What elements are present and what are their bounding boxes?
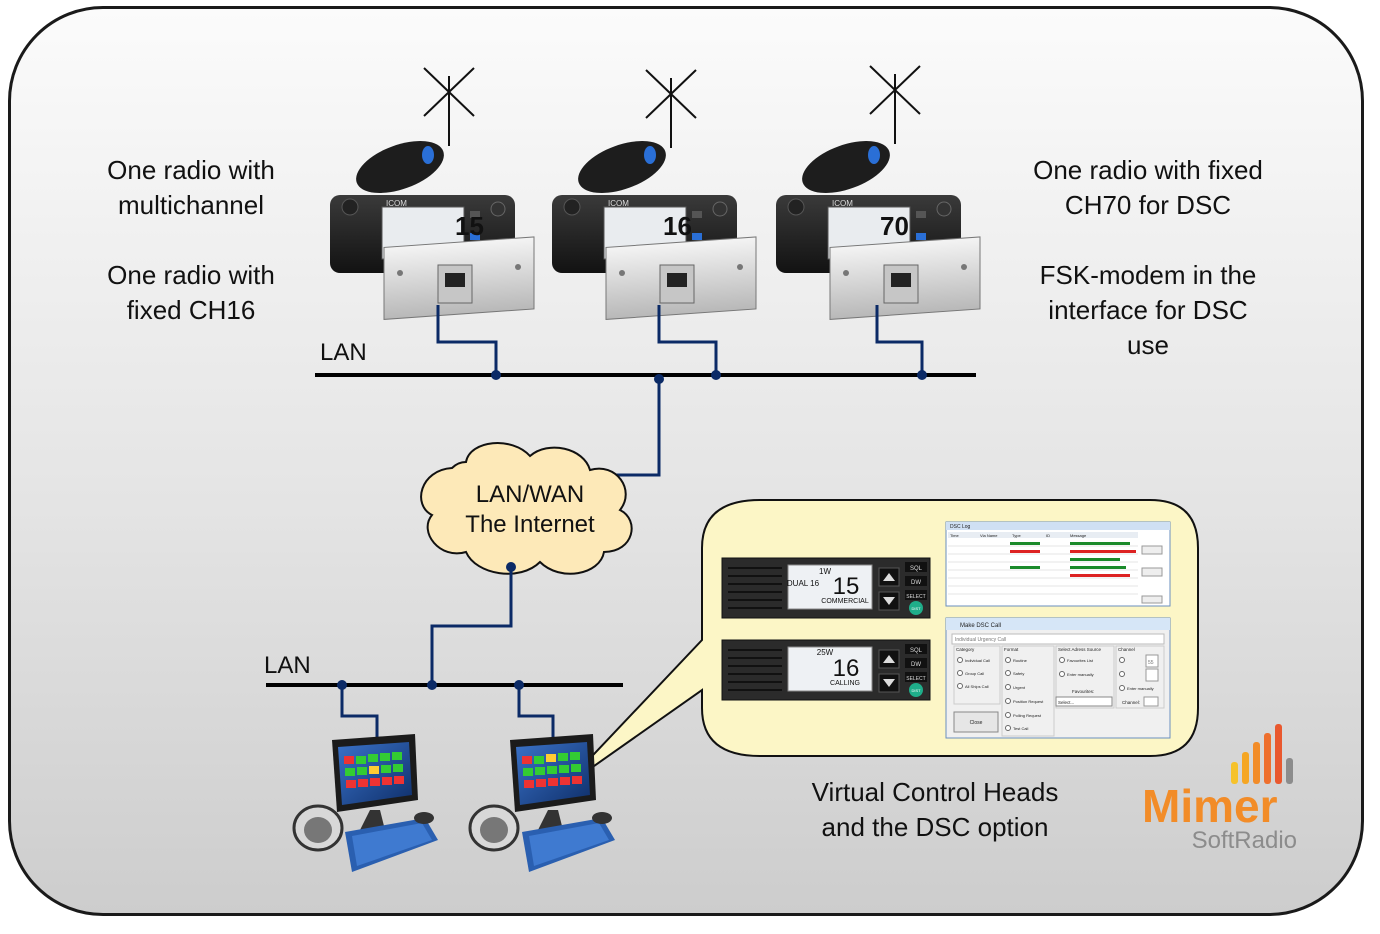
- dsc-log-col-type: Type: [1012, 533, 1021, 538]
- head-1-power: 1W: [819, 567, 831, 576]
- head-2-btn-dw[interactable]: DW: [911, 662, 921, 668]
- dsc-category-individual[interactable]: Individual Call: [965, 658, 990, 663]
- dsc-log-col-time: Time: [950, 533, 960, 538]
- dsc-format-label: Format: [1004, 647, 1019, 652]
- mimer-logo-bars: [1231, 724, 1293, 784]
- radio-2: [551, 130, 757, 320]
- dsc-address-label: Select Adress Source: [1058, 647, 1102, 652]
- dsc-channel-value[interactable]: 55: [1148, 660, 1154, 666]
- radio-1-link: [436, 305, 498, 375]
- head-2-label: CALLING: [830, 680, 860, 687]
- head-1-btn-sql[interactable]: SQL: [910, 566, 923, 572]
- head-1-channel: 15: [833, 573, 860, 600]
- diagram-frame: [8, 6, 1364, 916]
- mimer-logo-text: Mimer: [1142, 780, 1278, 832]
- caption-line1: Virtual Control Heads: [811, 777, 1059, 807]
- head-1-label: COMMERCIAL: [821, 598, 869, 605]
- dsc-log-col-via: Via Name: [980, 533, 998, 538]
- dsc-format-urgent[interactable]: Urgent: [1013, 685, 1026, 690]
- control-head-2: [721, 639, 931, 701]
- dsc-dialog-title: Make DSC Call: [960, 623, 1001, 629]
- dsc-format-routine[interactable]: Routine: [1013, 658, 1028, 663]
- dsc-category-label: Category: [956, 647, 975, 652]
- head-1-btn-select[interactable]: SELECT: [906, 594, 925, 600]
- left-label-line1: One radio with: [107, 155, 275, 185]
- dsc-call-dialog: [945, 617, 1171, 739]
- right-label-line5: use: [1127, 330, 1169, 360]
- dsc-address-favourites[interactable]: Favourites List: [1067, 658, 1094, 663]
- pc-workstation-2: [468, 734, 615, 872]
- head-1-mode: DUAL 16: [787, 579, 820, 588]
- right-label-line3: FSK-modem in the: [1039, 260, 1257, 290]
- dsc-channel-manual[interactable]: Enter manually: [1127, 686, 1154, 691]
- dsc-address-manual[interactable]: Enter manually: [1067, 672, 1094, 677]
- radio-3-channel: 70: [880, 211, 909, 241]
- cloud-line1: LAN/WAN: [476, 481, 584, 508]
- head-2-channel: 16: [833, 655, 860, 682]
- dsc-format-polling[interactable]: Polling Request: [1013, 713, 1042, 718]
- lan-to-cloud-link: [594, 379, 661, 477]
- radio-2-brand: ICOM: [608, 199, 629, 208]
- head-1-btn-dist[interactable]: DIST: [911, 606, 921, 611]
- right-label-line1: One radio with fixed: [1033, 155, 1263, 185]
- head-2-btn-sql[interactable]: SQL: [910, 648, 923, 654]
- dsc-format-position[interactable]: Position Request: [1013, 699, 1044, 704]
- lan-bottom-label: LAN: [264, 652, 311, 679]
- pc-workstation-1: [292, 734, 438, 872]
- right-label-line2: CH70 for DSC: [1064, 190, 1232, 220]
- control-head-1: [721, 557, 931, 619]
- right-label-line4: interface for DSC: [1048, 295, 1248, 325]
- dsc-format-safety[interactable]: Safety: [1013, 671, 1024, 676]
- radio-3: [775, 130, 981, 320]
- cloud-line2: The Internet: [465, 511, 595, 538]
- left-label-line4: fixed CH16: [126, 295, 256, 325]
- radio-1-brand: ICOM: [386, 199, 407, 208]
- dsc-channel-field-label: Channel:: [1122, 700, 1140, 705]
- head-2-btn-select[interactable]: SELECT: [906, 676, 925, 682]
- radio-2-link: [657, 305, 718, 375]
- pc-2-link: [517, 685, 555, 745]
- radio-1: [329, 130, 535, 320]
- cloud-to-lan-link: [430, 567, 513, 685]
- radio-3-brand: ICOM: [832, 199, 853, 208]
- radio-1-channel: 15: [455, 211, 484, 241]
- dsc-favourites-select[interactable]: Select...: [1058, 700, 1074, 705]
- dsc-channel-label: Channel: [1118, 647, 1135, 652]
- radio-2-channel: 16: [663, 211, 692, 241]
- left-label-line3: One radio with: [107, 260, 275, 290]
- internet-cloud: [420, 442, 633, 575]
- left-label-line2: multichannel: [118, 190, 264, 220]
- lan-top-label: LAN: [320, 339, 367, 366]
- dsc-log-col-message: Message: [1070, 533, 1087, 538]
- dsc-favourites-label: Favourites:: [1072, 689, 1094, 694]
- dsc-dialog-section: Individual Urgency Call: [955, 637, 1006, 643]
- dsc-category-all-ships[interactable]: All Ships Call: [965, 684, 989, 689]
- head-2-power: 25W: [817, 648, 834, 657]
- dsc-format-test[interactable]: Test Call: [1013, 726, 1028, 731]
- dsc-log-window: [945, 521, 1171, 607]
- dsc-log-col-id: ID: [1046, 533, 1050, 538]
- radio-3-link: [875, 305, 924, 375]
- dsc-category-group[interactable]: Group Call: [965, 671, 984, 676]
- dsc-close-button[interactable]: Close: [970, 720, 983, 726]
- caption-line2: and the DSC option: [821, 812, 1049, 842]
- pc-1-link: [340, 685, 379, 745]
- mimer-logo-subtext: SoftRadio: [1192, 827, 1297, 854]
- head-2-btn-dist[interactable]: DIST: [911, 688, 921, 693]
- head-1-btn-dw[interactable]: DW: [911, 580, 921, 586]
- dsc-log-title: DSC Log: [950, 524, 971, 530]
